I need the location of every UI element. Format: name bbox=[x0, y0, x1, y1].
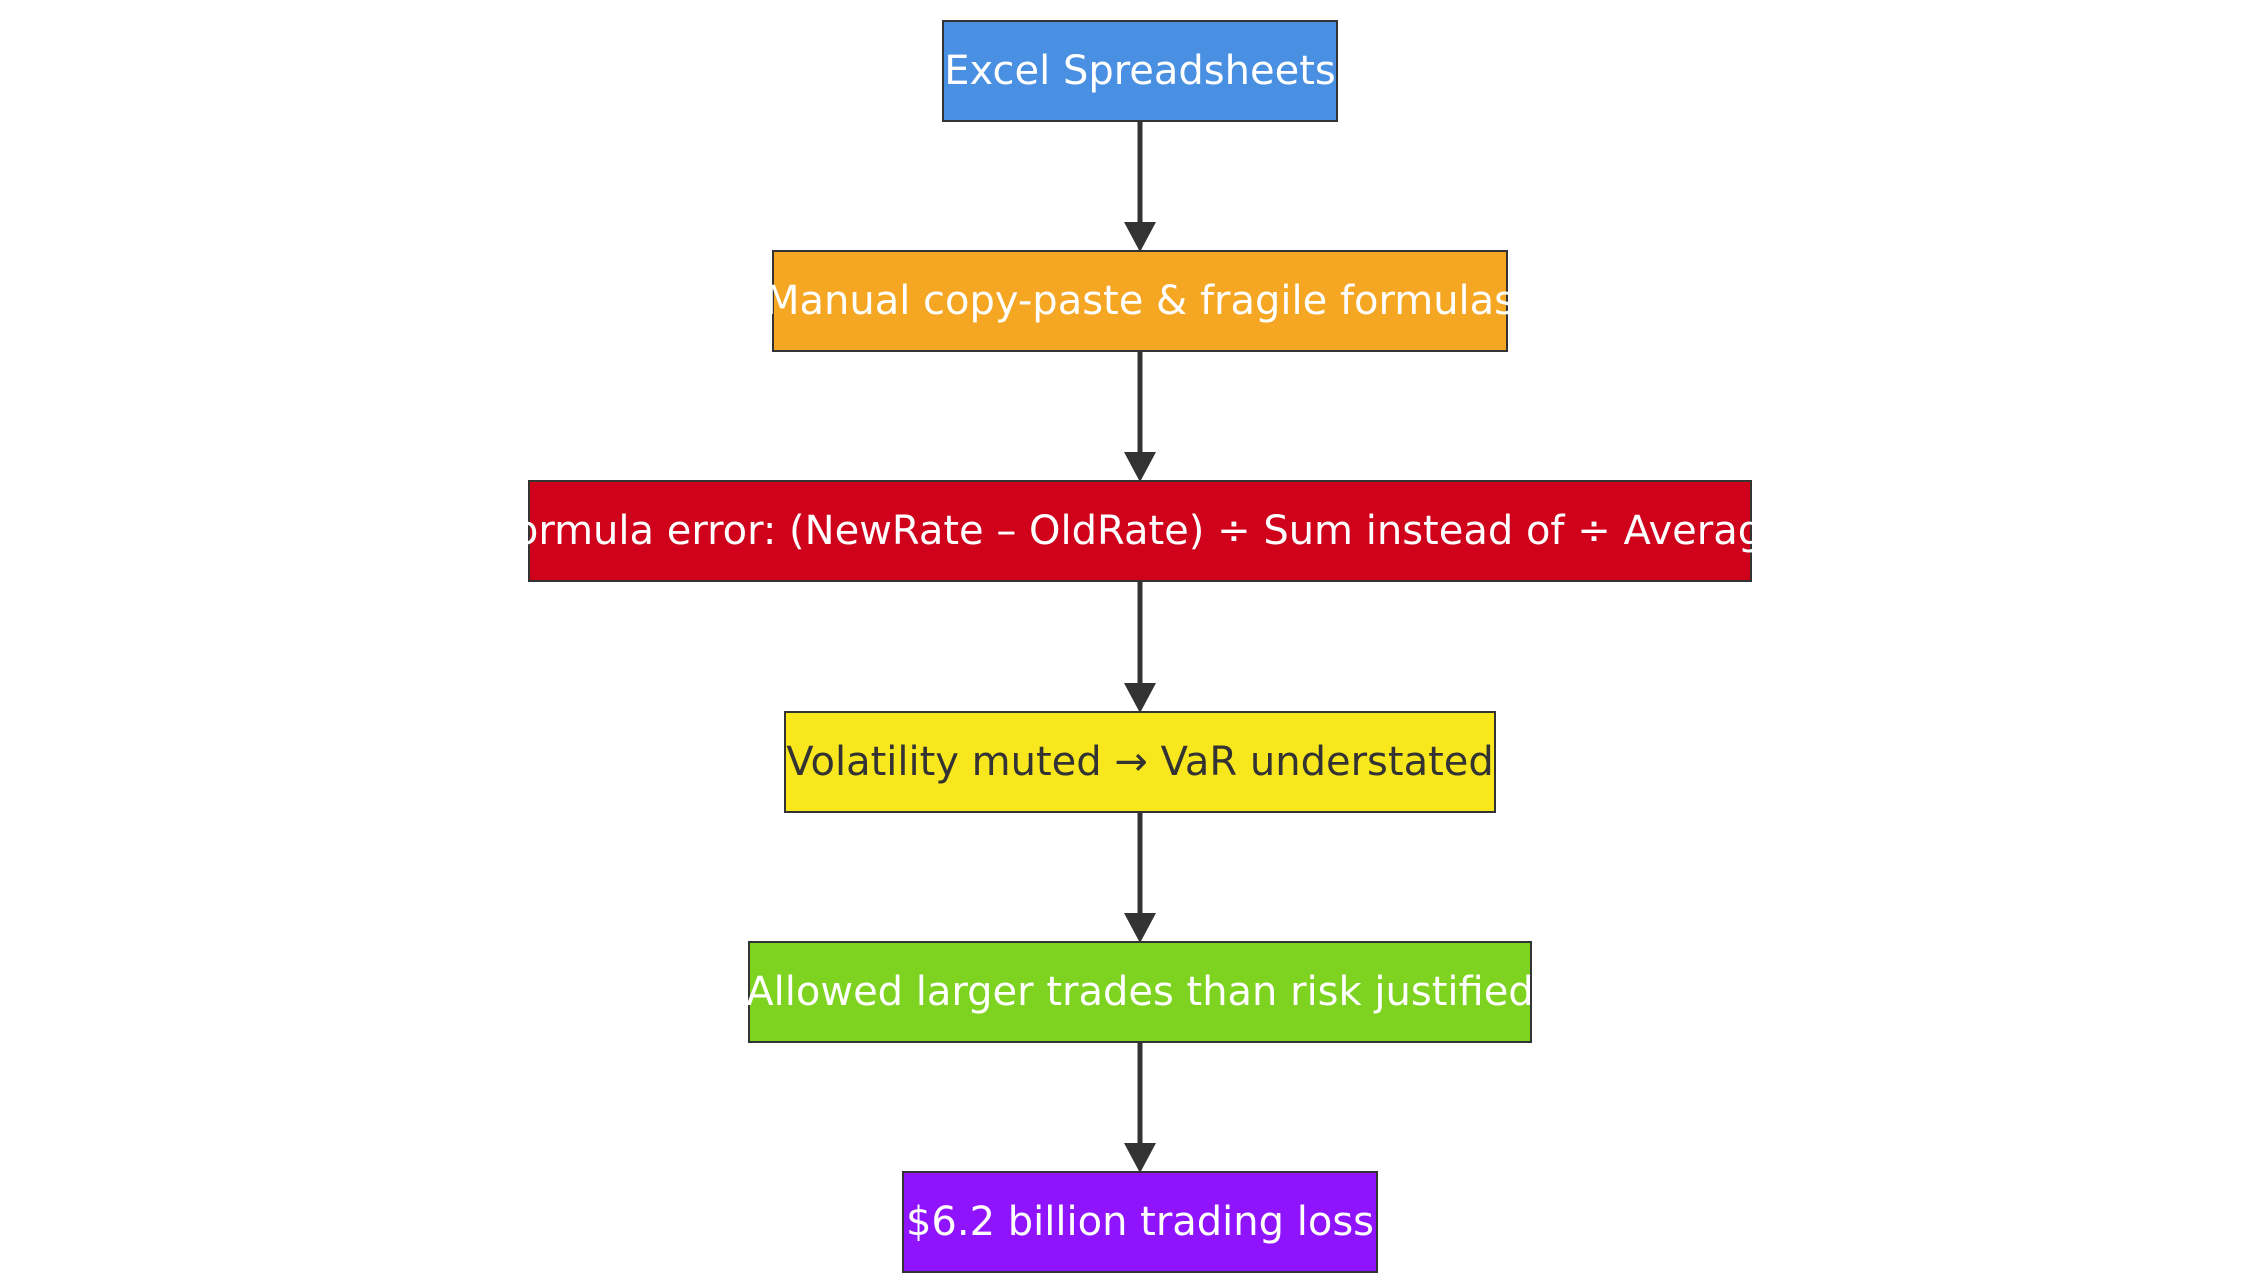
edge-1 bbox=[1124, 122, 1156, 252]
edge-3 bbox=[1124, 582, 1156, 713]
node-label: $6.2 billion trading loss bbox=[905, 1199, 1375, 1245]
edge-5 bbox=[1124, 1043, 1156, 1173]
node-label: Manual copy-paste & fragile formulas bbox=[764, 278, 1516, 324]
node-formula-error: Formula error: (NewRate – OldRate) ÷ Sum… bbox=[492, 480, 1788, 582]
node-label: Volatility muted → VaR understated bbox=[786, 739, 1494, 785]
node-label: Allowed larger trades than risk justifie… bbox=[746, 969, 1534, 1015]
node-label: Excel Spreadsheets bbox=[944, 48, 1336, 94]
node-volatility-muted: Volatility muted → VaR understated bbox=[784, 711, 1496, 813]
node-trading-loss: $6.2 billion trading loss bbox=[902, 1171, 1378, 1273]
node-excel-spreadsheets: Excel Spreadsheets bbox=[942, 20, 1338, 122]
edge-2 bbox=[1124, 352, 1156, 482]
node-label: Formula error: (NewRate – OldRate) ÷ Sum… bbox=[492, 508, 1788, 554]
node-larger-trades: Allowed larger trades than risk justifie… bbox=[746, 941, 1534, 1043]
edge-4 bbox=[1124, 813, 1156, 943]
node-manual-copy-paste: Manual copy-paste & fragile formulas bbox=[765, 250, 1515, 352]
